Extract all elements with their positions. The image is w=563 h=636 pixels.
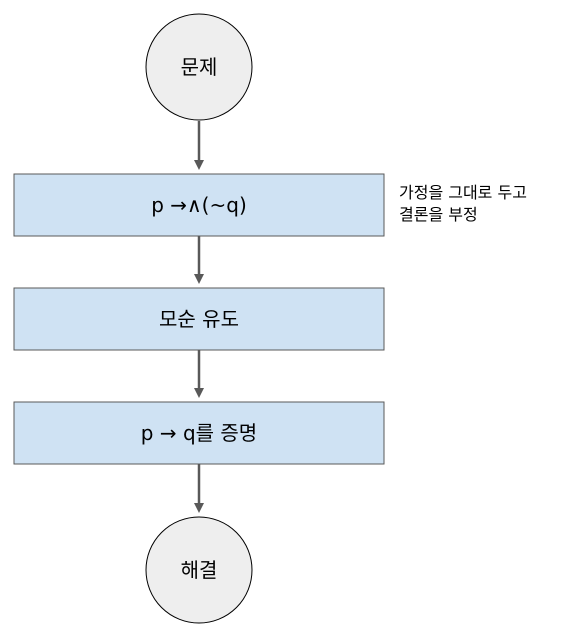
proof-box [13,401,385,465]
note-line-2: 결론을 부정 [399,205,478,224]
contradiction-node: 모순 유도 [13,287,385,351]
side-note: 가정을 그대로 두고 결론을 부정 [399,183,527,224]
assume-node: p →∧(~q) [13,173,385,237]
assume-box [13,173,385,237]
proof-label: p → q를 증명 [141,421,257,445]
start-circle [145,13,253,121]
start-node: 문제 [145,13,253,121]
assume-label: p →∧(~q) [151,193,247,217]
contradiction-box [13,287,385,351]
proof-node: p → q를 증명 [13,401,385,465]
contradiction-label: 모순 유도 [159,307,239,331]
end-circle [145,516,253,624]
note-line-1: 가정을 그대로 두고 [399,183,527,202]
end-label: 해결 [181,558,218,582]
end-node: 해결 [145,516,253,624]
start-label: 문제 [181,55,218,79]
